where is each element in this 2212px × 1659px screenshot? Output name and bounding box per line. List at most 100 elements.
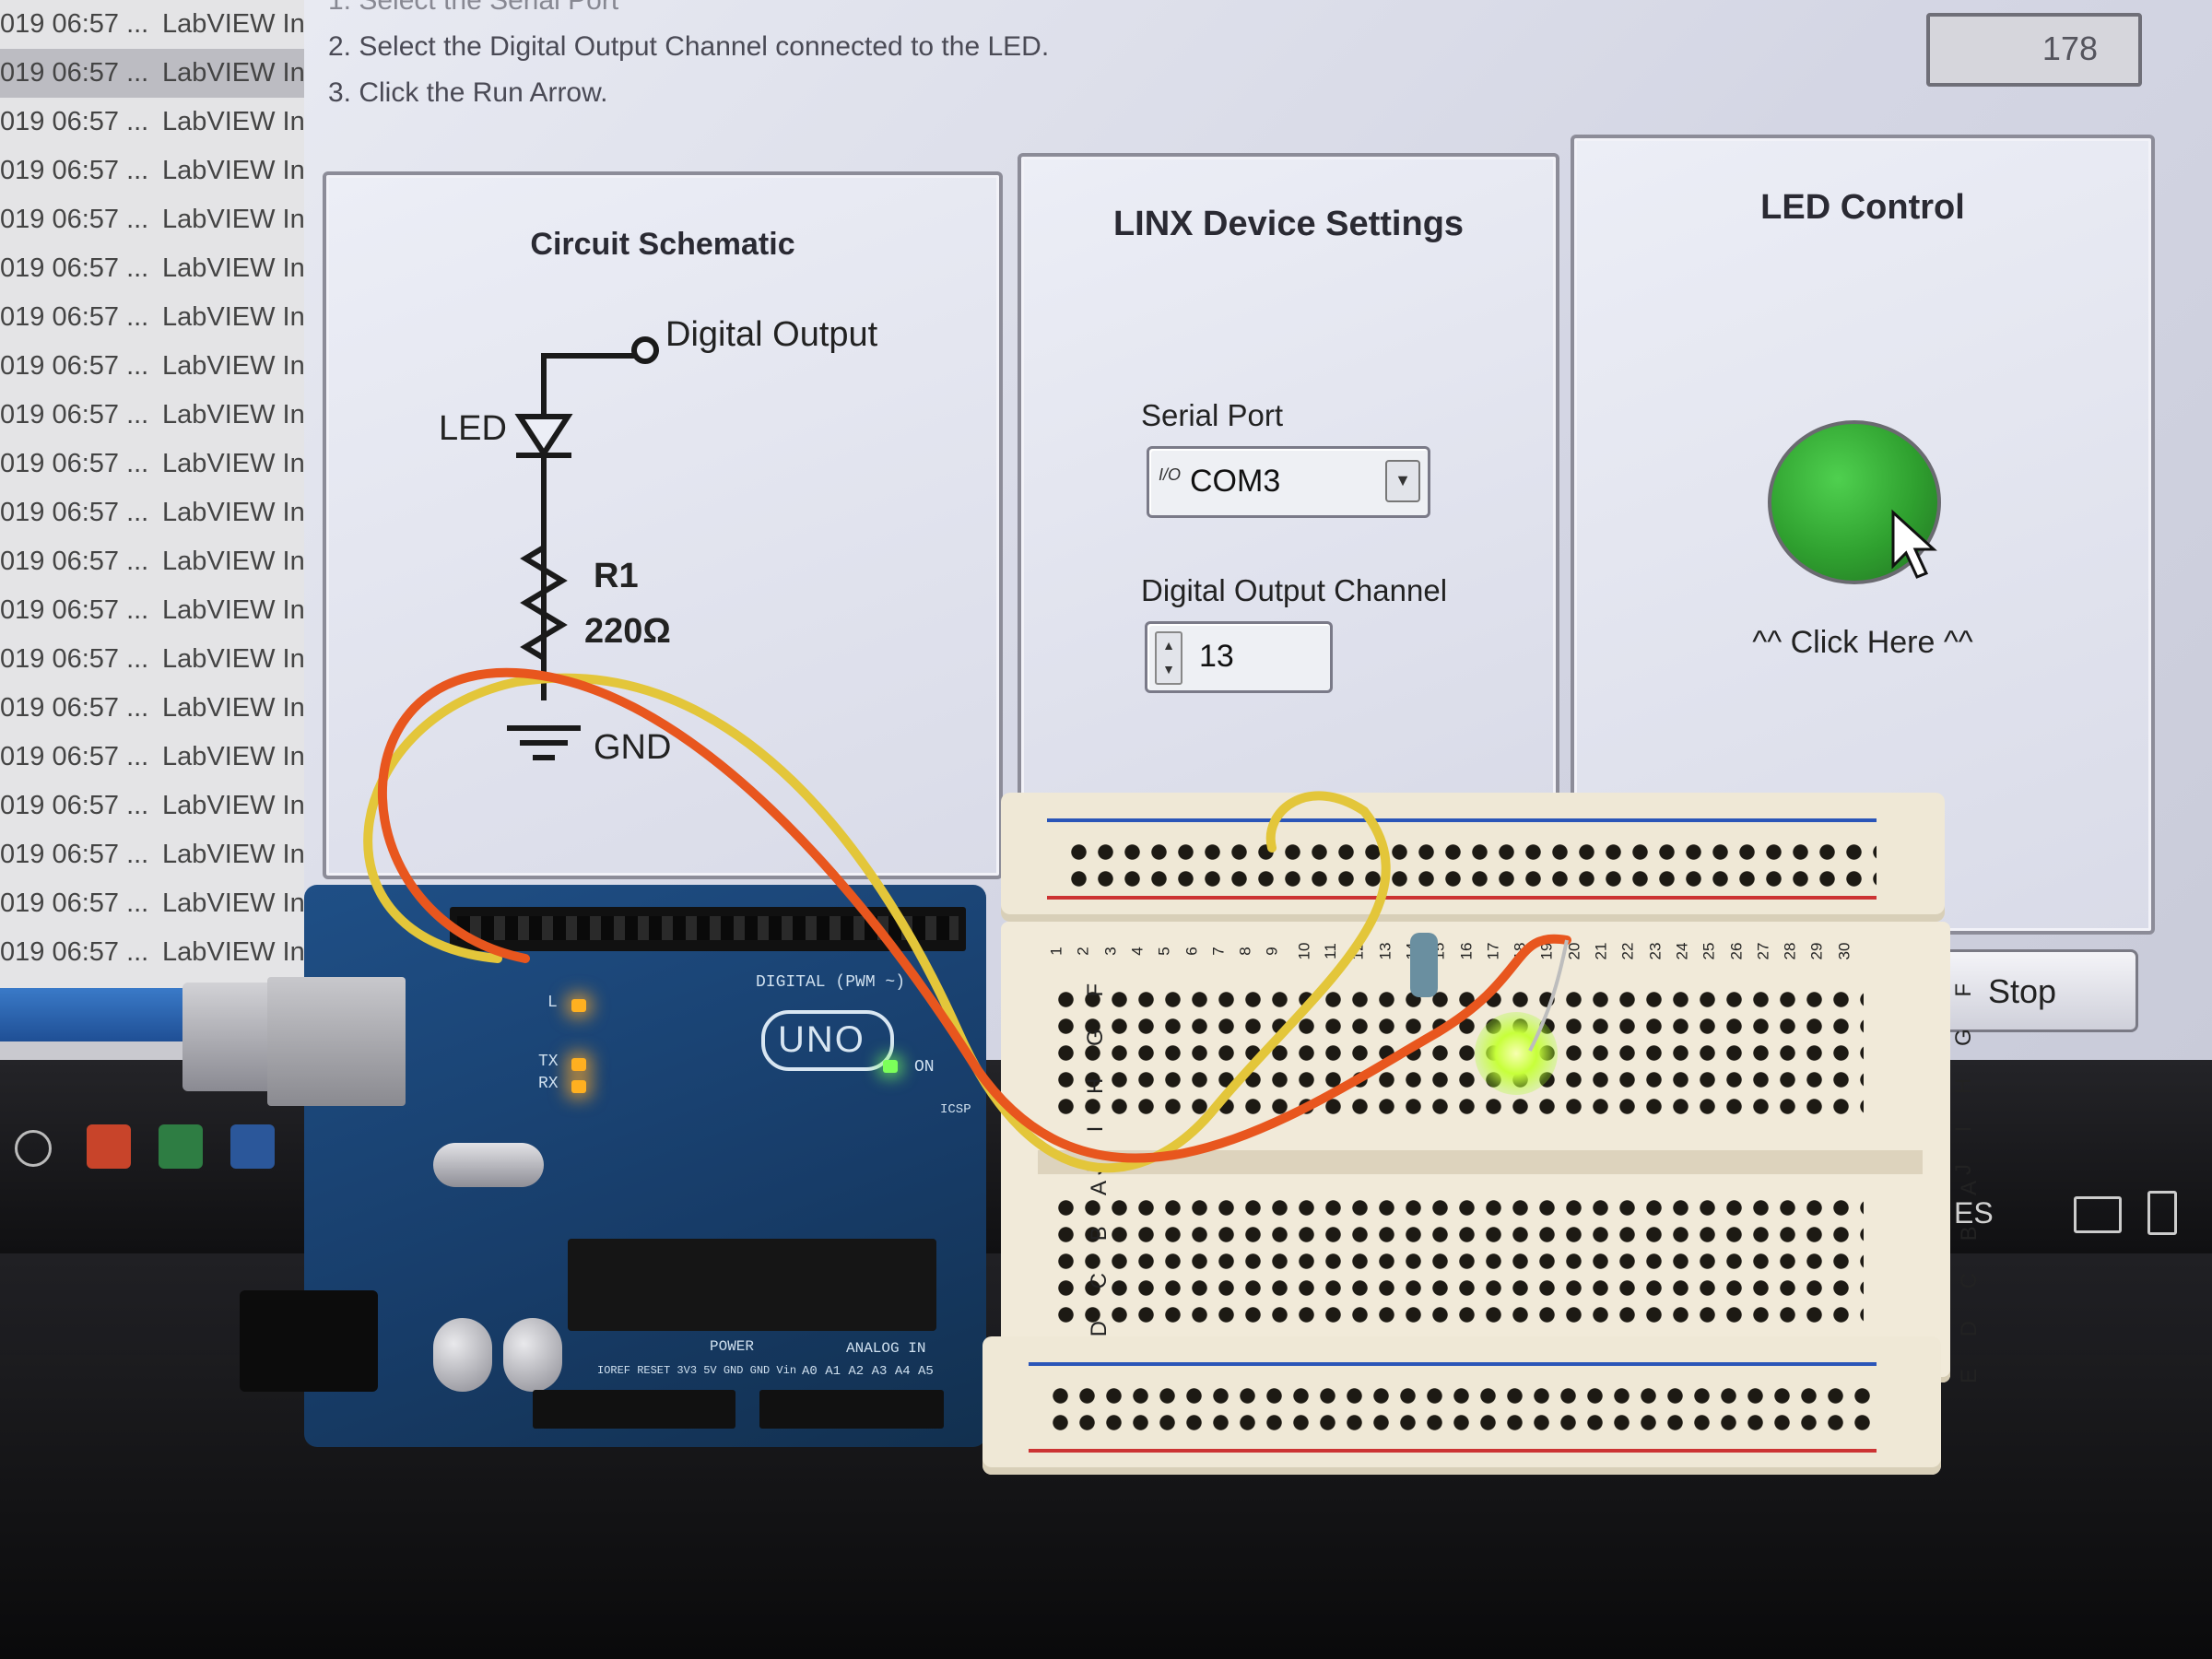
schematic-title: Circuit Schematic <box>530 227 795 262</box>
glowing-led <box>1475 1012 1558 1095</box>
log-name: LabVIEW Ins <box>162 888 306 918</box>
log-list-item[interactable]: 019 06:57 ...LabVIEW Ins <box>0 195 304 244</box>
log-timestamp: 019 06:57 ... <box>0 547 149 576</box>
atmega-chip <box>568 1239 936 1331</box>
digital-label: DIGITAL (PWM ~) <box>756 973 906 992</box>
log-name: LabVIEW Ins <box>162 547 306 576</box>
bottom-rail-holes <box>1047 1382 1877 1441</box>
on-led <box>883 1060 898 1073</box>
word-icon[interactable] <box>230 1124 275 1169</box>
rx-label: RX <box>538 1075 559 1093</box>
log-name: LabVIEW Ins <box>162 791 306 820</box>
uno-logo-text: UNO <box>778 1019 865 1060</box>
log-timestamp: 019 06:57 ... <box>0 107 149 136</box>
log-timestamp: 019 06:57 ... <box>0 693 149 723</box>
rx-led <box>571 1080 586 1093</box>
log-name: LabVIEW Ins <box>162 937 306 967</box>
log-timestamp: 019 06:57 ... <box>0 156 149 185</box>
log-name: LabVIEW Ins <box>162 595 306 625</box>
log-name: LabVIEW Ins <box>162 58 306 88</box>
serial-port-select[interactable]: I/O COM3 ▼ <box>1147 446 1430 518</box>
icsp-label: ICSP <box>940 1102 971 1117</box>
analog-header <box>759 1390 944 1429</box>
log-timestamp: 019 06:57 ... <box>0 205 149 234</box>
powerpoint-icon[interactable] <box>87 1124 131 1169</box>
log-timestamp: 019 06:57 ... <box>0 644 149 674</box>
capacitor-2 <box>503 1318 562 1392</box>
led-leg-wire <box>1528 939 1569 1052</box>
log-list-item[interactable]: 019 06:57 ...LabVIEW Ins <box>0 830 304 879</box>
log-list-item[interactable]: 019 06:57 ... LabVIEW Ins <box>0 733 304 782</box>
spinner-arrows-icon[interactable]: ▲▼ <box>1155 631 1182 685</box>
log-list-item[interactable]: 019 06:57 ... LabVIEW Ins <box>0 147 304 195</box>
network-icon[interactable] <box>2074 1196 2122 1233</box>
instructions-text: 1. Select the Serial Port 2. Select the … <box>328 0 1049 116</box>
log-list-item[interactable]: 019 06:57 ... LabVIEW Ins <box>0 635 304 684</box>
instruction-line-2: 2. Select the Digital Output Channel con… <box>328 31 1050 62</box>
resistor-name: R1 <box>594 557 639 595</box>
log-list-item[interactable]: 019 06:57 ... LabVIEW Ins <box>0 391 304 440</box>
log-name: LabVIEW Ins <box>162 302 306 332</box>
serial-port-value: COM3 <box>1190 464 1281 499</box>
log-timestamp: 019 06:57 ... <box>0 302 149 332</box>
log-timestamp: 019 06:57 ... <box>0 400 149 429</box>
log-list-item[interactable]: 019 06:57 ...LabVIEW Ins <box>0 440 304 488</box>
log-name: LabVIEW Ins <box>162 9 306 39</box>
analog-pin-labels: A0 A1 A2 A3 A4 A5 <box>802 1364 934 1379</box>
resistor-zigzag <box>520 545 568 661</box>
digital-channel-select[interactable]: ▲▼ 13 <box>1145 621 1333 693</box>
log-list-item[interactable]: 019 06:57 ...LabVIEW Ins <box>0 98 304 147</box>
log-list-item[interactable]: 019 06:57 ...LabVIEW Ins <box>0 342 304 391</box>
log-list-item[interactable]: 019 06:57 ...LabVIEW Ins <box>0 684 304 733</box>
log-list-item[interactable]: 019 06:57 ... LabVIEW Ins <box>0 293 304 342</box>
board-usb-port <box>267 977 406 1106</box>
log-name: LabVIEW Ins <box>162 644 306 674</box>
log-list-item[interactable]: 019 06:57 ... LabVIEW Ins <box>0 928 304 977</box>
log-timestamp: 019 06:57 ... <box>0 9 149 39</box>
log-timestamp: 019 06:57 ... <box>0 791 149 820</box>
dropdown-arrow-icon[interactable]: ▼ <box>1385 460 1420 502</box>
power-jack <box>240 1290 378 1392</box>
bottom-terminal-holes <box>1053 1194 1864 1329</box>
linx-settings-frame: LINX Device Settings Serial Port I/O COM… <box>1018 153 1559 806</box>
log-name: LabVIEW Ins <box>162 156 306 185</box>
power-label: POWER <box>710 1338 755 1355</box>
log-list-item[interactable]: 019 06:57 ... LabVIEW Ins <box>0 782 304 830</box>
log-timestamp: 019 06:57 ... <box>0 253 149 283</box>
arduino-uno-board: DIGITAL (PWM ~) UNO L TX RX ON ICSP POWE… <box>240 885 986 1447</box>
log-list-item[interactable]: 019 06:57 ...LabVIEW Ins <box>0 488 304 537</box>
usb-cable <box>0 988 194 1041</box>
log-name: LabVIEW Ins <box>162 742 306 771</box>
log-timestamp: 019 06:57 ... <box>0 840 149 869</box>
bottom-power-rail <box>982 1336 1941 1475</box>
top-power-rail <box>1001 793 1945 922</box>
log-timestamp: 019 06:57 ... <box>0 449 149 478</box>
log-timestamp: 019 06:57 ... <box>0 742 149 771</box>
log-list-item[interactable]: 019 06:57 ...LabVIEW Ins <box>0 244 304 293</box>
log-timestamp: 019 06:57 ... <box>0 58 149 88</box>
log-timestamp: 019 06:57 ... <box>0 888 149 918</box>
usb-icon[interactable] <box>2147 1191 2177 1235</box>
log-list-item[interactable]: 019 06:57 ...LabVIEW Ins <box>0 586 304 635</box>
power-header <box>533 1390 735 1429</box>
excel-icon[interactable] <box>159 1124 203 1169</box>
led-diode-symbol <box>514 414 573 459</box>
log-name: LabVIEW Ins <box>162 400 306 429</box>
log-name: LabVIEW Ins <box>162 351 306 381</box>
io-glyph-icon: I/O <box>1159 465 1182 484</box>
log-list-item[interactable]: 019 06:57 ... LabVIEW Ins <box>0 49 304 98</box>
log-timestamp: 019 06:57 ... <box>0 937 149 967</box>
l-label: L <box>547 994 558 1012</box>
rail-line-blue <box>1047 818 1877 822</box>
log-list-item[interactable]: 019 06:57 ... LabVIEW Ins <box>0 0 304 49</box>
rail-line-red-bottom <box>1029 1449 1877 1453</box>
uno-logo: UNO <box>761 1010 894 1071</box>
tx-label: TX <box>538 1053 559 1071</box>
clock-icon[interactable] <box>15 1130 52 1167</box>
digital-output-terminal <box>631 336 659 364</box>
log-list-item[interactable]: 019 06:57 ... LabVIEW Ins <box>0 537 304 586</box>
log-list-item[interactable]: 019 06:57 ... LabVIEW Ins <box>0 879 304 928</box>
language-indicator[interactable]: ES <box>1954 1196 1994 1230</box>
analog-label: ANALOG IN <box>846 1340 926 1357</box>
